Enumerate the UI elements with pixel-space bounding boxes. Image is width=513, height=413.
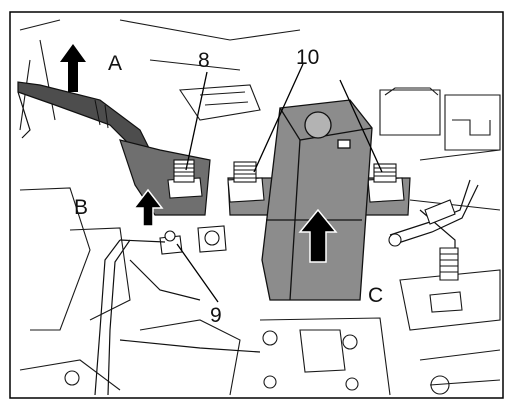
leader-line-9	[176, 243, 219, 303]
background-structure	[19, 19, 501, 396]
direction-arrow-icon	[298, 208, 338, 263]
fuse-cover	[261, 99, 373, 301]
label-a: A	[108, 52, 122, 75]
leader-line-10-right	[339, 79, 383, 173]
terminal-stud-10-right	[367, 163, 405, 203]
leader-line-10-left	[253, 63, 304, 173]
label-c: C	[368, 284, 383, 307]
label-9: 9	[210, 304, 222, 327]
wiring	[94, 179, 479, 396]
figure-frame	[9, 11, 504, 399]
terminal-stud-10-left	[227, 161, 265, 203]
terminal-stud-8	[167, 159, 203, 199]
label-8: 8	[198, 49, 210, 72]
direction-arrow-icon	[60, 44, 86, 92]
wire-connector	[388, 199, 459, 281]
label-10: 10	[296, 46, 319, 69]
leader-line-8	[185, 71, 208, 171]
label-b: B	[74, 196, 88, 219]
direction-arrow-icon	[132, 188, 164, 227]
terminal-stud-9	[159, 225, 227, 255]
main-cable	[17, 81, 151, 151]
leader-lines	[176, 63, 383, 303]
